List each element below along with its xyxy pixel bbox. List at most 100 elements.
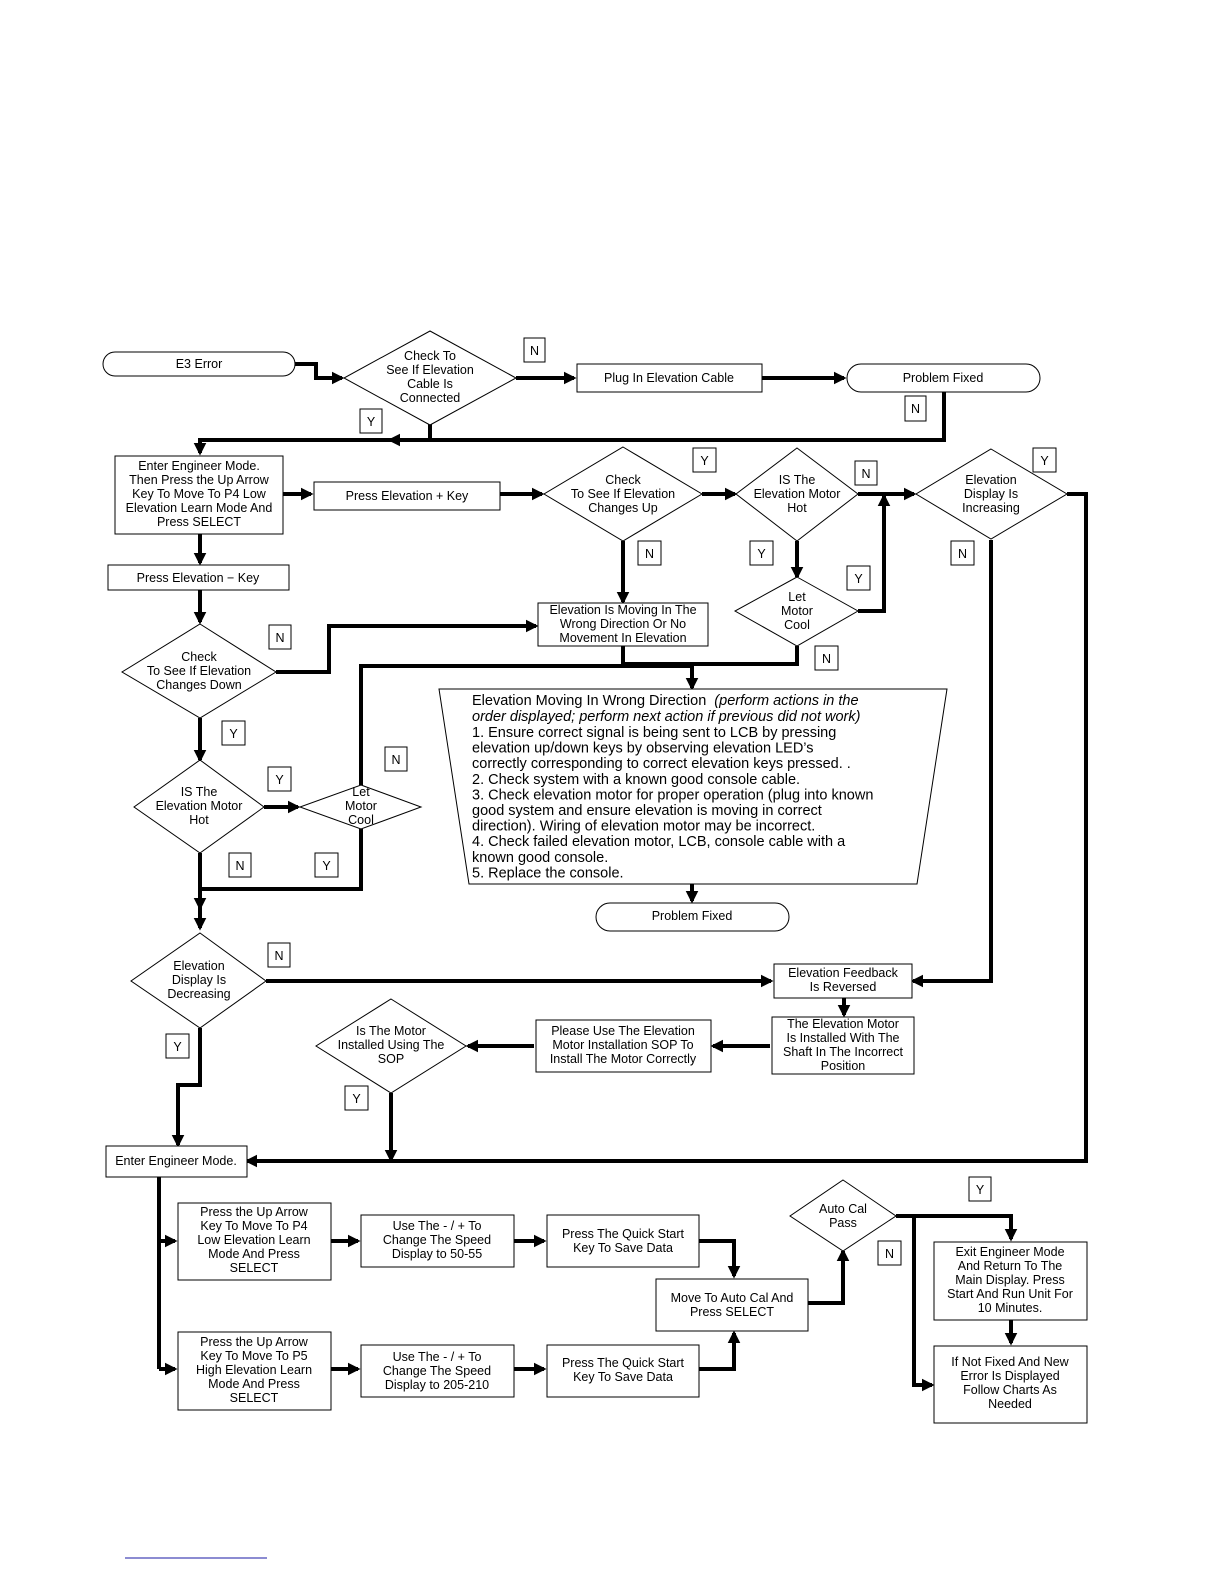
edge-cool-y-up bbox=[858, 493, 891, 613]
edge-fixed-n-back bbox=[387, 392, 946, 447]
edge-dec-y bbox=[171, 1028, 202, 1148]
exit-engineer-box bbox=[933, 1241, 1088, 1321]
problem-fixed-mid-label: Problem Fixed bbox=[652, 909, 733, 923]
problem-fixed-top-terminal bbox=[846, 363, 1041, 393]
flag-n-hot-top: N bbox=[861, 467, 870, 481]
flag-n-up: N bbox=[645, 547, 654, 561]
motor-hot-top-decision bbox=[735, 447, 859, 542]
note-step-line: 3. Check elevation motor for proper oper… bbox=[472, 787, 873, 803]
edge-e3-to-check bbox=[295, 362, 345, 385]
press-minus-box bbox=[107, 564, 290, 591]
installed-sop-decision bbox=[315, 998, 467, 1094]
edge-save2-to-autocal bbox=[699, 1330, 741, 1371]
flag-y-hot-top: Y bbox=[757, 547, 766, 561]
let-cool-top-decision bbox=[733, 576, 860, 647]
edge-checkdown-n bbox=[276, 619, 539, 674]
flag-y-up: Y bbox=[700, 454, 709, 468]
edge-inc-y bbox=[244, 492, 1088, 1168]
shaft-incorrect-box bbox=[771, 1016, 915, 1075]
note-step-line: 2. Check system with a known good consol… bbox=[472, 772, 800, 788]
flag-boxes bbox=[165, 337, 1057, 1266]
flag-y-cable: Y bbox=[367, 415, 376, 429]
let-cool-left-decision bbox=[298, 784, 423, 830]
note-box bbox=[438, 688, 948, 885]
flag-n-fixed-top: N bbox=[911, 402, 920, 416]
edge-inc-n bbox=[910, 540, 993, 988]
flag-n-pass: N bbox=[885, 1247, 894, 1261]
note-step-line: known good console. bbox=[472, 850, 608, 866]
note-step-line: direction). Wiring of elevation motor ma… bbox=[472, 819, 815, 835]
flag-n-inc: N bbox=[958, 547, 967, 561]
p5-high-box bbox=[177, 1331, 332, 1411]
speed-50-box bbox=[360, 1214, 515, 1268]
note-step-line: correctly corresponding to correct eleva… bbox=[472, 756, 851, 772]
note-step-line: 5. Replace the console. bbox=[472, 865, 624, 881]
flag-labels: N Y N Y N N Y Y N Y N N Y Y N N Y N Y Y … bbox=[173, 344, 1049, 1261]
enter-engineer-p4-label: Enter Engineer Mode.Then Press the Up Ar… bbox=[126, 459, 273, 529]
e3-error-label: E3 Error bbox=[176, 357, 223, 371]
flag-n-dec: N bbox=[274, 949, 283, 963]
press-minus-label: Press Elevation − Key bbox=[137, 571, 260, 585]
wrong-direction-box bbox=[537, 602, 709, 647]
flag-y-cool-left: Y bbox=[322, 859, 331, 873]
edge-pass-y bbox=[896, 1214, 1018, 1242]
flag-n-cool-top: N bbox=[822, 652, 831, 666]
flag-n-cool-left: N bbox=[391, 753, 400, 767]
problem-fixed-top-label: Problem Fixed bbox=[903, 371, 984, 385]
check-cable-decision bbox=[342, 330, 518, 426]
flag-y-hot-left: Y bbox=[275, 773, 284, 787]
flag-y-cool-top: Y bbox=[854, 572, 863, 586]
flag-y-down: Y bbox=[229, 727, 238, 741]
e3-error-terminal bbox=[102, 351, 296, 377]
press-plus-label: Press Elevation + Key bbox=[346, 489, 469, 503]
save-2-box bbox=[546, 1344, 700, 1398]
note-title-cont: order displayed; perform next action if … bbox=[472, 709, 860, 725]
edge-pass-side bbox=[912, 1216, 935, 1392]
check-down-decision bbox=[121, 623, 277, 719]
edge-save1-to-autocal bbox=[699, 1239, 741, 1279]
display-decreasing-decision bbox=[130, 932, 267, 1029]
not-fixed-box bbox=[933, 1345, 1088, 1424]
note-step-line: elevation up/down keys by observing elev… bbox=[472, 741, 814, 757]
edge-coolleft-y bbox=[193, 829, 363, 911]
flag-y-pass: Y bbox=[976, 1183, 985, 1197]
flag-y-inc: Y bbox=[1040, 454, 1049, 468]
note-step-line: 4. Check failed elevation motor, LCB, co… bbox=[472, 834, 846, 850]
speed-205-box bbox=[360, 1344, 515, 1398]
note-title: Elevation Moving In Wrong Direction (per… bbox=[472, 693, 859, 709]
display-increasing-decision bbox=[915, 448, 1068, 540]
p4-low-box bbox=[177, 1202, 332, 1281]
flag-y-dec: Y bbox=[173, 1040, 182, 1054]
flag-n-down: N bbox=[275, 631, 284, 645]
edge-cool-n-down bbox=[692, 646, 799, 666]
enter-engineer-label: Enter Engineer Mode. bbox=[115, 1154, 237, 1168]
auto-cal-box bbox=[655, 1278, 809, 1332]
problem-fixed-mid-terminal bbox=[595, 902, 790, 932]
feedback-reversed-box bbox=[773, 963, 913, 999]
note-step-line: 1. Ensure correct signal is being sent t… bbox=[472, 725, 836, 741]
use-sop-box bbox=[535, 1019, 712, 1073]
flag-n-hot-left: N bbox=[235, 859, 244, 873]
enter-engineer-box bbox=[105, 1145, 248, 1178]
shapes bbox=[102, 330, 1088, 1424]
enter-engineer-p4-box bbox=[114, 455, 284, 535]
